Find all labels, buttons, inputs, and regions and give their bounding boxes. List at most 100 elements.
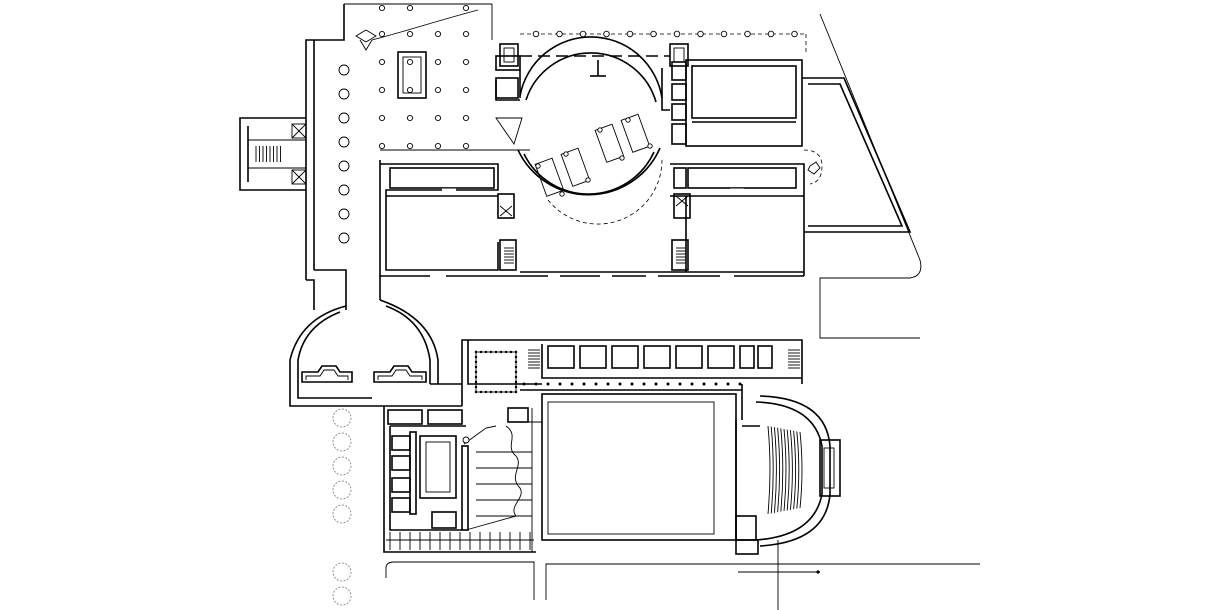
street-curbs bbox=[385, 561, 980, 600]
seating-row bbox=[773, 427, 777, 513]
court-column bbox=[479, 390, 483, 394]
east-portico-stair bbox=[495, 55, 521, 99]
court-column bbox=[474, 350, 478, 354]
court-column bbox=[489, 350, 493, 354]
southwest-service-block bbox=[383, 406, 542, 553]
court-column bbox=[474, 385, 478, 389]
colonnade-column bbox=[603, 30, 610, 38]
court-column bbox=[514, 365, 518, 369]
arcade-column bbox=[738, 382, 742, 386]
colonnade-column bbox=[744, 30, 751, 38]
tree bbox=[332, 456, 352, 476]
portico-column bbox=[434, 30, 442, 38]
corridor-column bbox=[338, 184, 350, 196]
portico-column bbox=[378, 58, 386, 66]
tree bbox=[332, 432, 352, 452]
court-column bbox=[494, 390, 498, 394]
portico-column bbox=[434, 86, 442, 94]
court-column bbox=[474, 370, 478, 374]
portico-column bbox=[406, 86, 414, 94]
seating-row bbox=[799, 431, 803, 509]
court-column bbox=[504, 390, 508, 394]
arcade-column bbox=[558, 382, 562, 386]
court-column bbox=[514, 355, 518, 359]
colonnade-column bbox=[532, 30, 540, 38]
colonnade-column bbox=[579, 30, 587, 38]
arcade-column bbox=[666, 382, 670, 386]
colonnade-column bbox=[791, 30, 798, 38]
central-block bbox=[379, 149, 805, 278]
tree bbox=[332, 408, 352, 428]
portico-column bbox=[378, 30, 386, 38]
arcade-column bbox=[714, 382, 718, 386]
court-column bbox=[514, 385, 518, 389]
arcade-column bbox=[534, 382, 538, 386]
arcade-column bbox=[582, 382, 586, 386]
arcade-column bbox=[678, 382, 682, 386]
portico-column bbox=[462, 142, 470, 150]
colonnade-column bbox=[673, 30, 681, 38]
colonnade-column bbox=[650, 30, 657, 38]
arcade-column bbox=[546, 382, 550, 386]
portico-column bbox=[434, 58, 442, 66]
arcade-column bbox=[702, 382, 706, 386]
portico-column bbox=[378, 4, 386, 12]
court-column bbox=[484, 350, 488, 354]
corridor-column bbox=[338, 232, 350, 244]
top-colonnade bbox=[499, 30, 807, 67]
portico-column bbox=[378, 86, 386, 94]
corridor-column bbox=[338, 112, 350, 124]
court-column bbox=[494, 350, 498, 354]
portico-column bbox=[406, 142, 414, 150]
court-column bbox=[509, 390, 513, 394]
colonnade-column bbox=[697, 30, 704, 38]
court-column bbox=[489, 390, 493, 394]
arcade-column bbox=[654, 382, 658, 386]
portico-column bbox=[378, 114, 386, 122]
seating-row bbox=[783, 428, 787, 512]
portico-column bbox=[434, 142, 442, 150]
east-triangular-court bbox=[802, 13, 922, 339]
west-stair-wing bbox=[239, 117, 307, 191]
court-column bbox=[514, 350, 518, 354]
arcade-column bbox=[690, 382, 694, 386]
portico-column-grid bbox=[378, 4, 470, 150]
seating-row bbox=[780, 428, 784, 512]
arcade-column bbox=[726, 382, 730, 386]
northeast-wing bbox=[671, 59, 803, 147]
portico-column bbox=[462, 58, 470, 66]
seating-row bbox=[793, 430, 797, 510]
arcade-column bbox=[570, 382, 574, 386]
seating-row bbox=[770, 426, 774, 514]
corridor-column bbox=[338, 88, 350, 100]
tree bbox=[332, 562, 352, 582]
tree bbox=[332, 504, 352, 524]
court-column bbox=[514, 360, 518, 364]
arcade-column bbox=[594, 382, 598, 386]
colonnade-column bbox=[720, 30, 728, 38]
portico-column bbox=[406, 58, 414, 66]
court-column bbox=[484, 390, 488, 394]
corridor-column bbox=[338, 208, 350, 220]
court-column bbox=[474, 360, 478, 364]
portico-column bbox=[462, 30, 470, 38]
portico-column bbox=[406, 30, 414, 38]
court-column bbox=[474, 375, 478, 379]
portico-column bbox=[462, 114, 470, 122]
court-column bbox=[514, 375, 518, 379]
arcade-column bbox=[606, 382, 610, 386]
seating-row bbox=[777, 427, 781, 513]
corridor-column bbox=[338, 64, 350, 76]
court-column bbox=[509, 350, 513, 354]
court-column bbox=[479, 350, 483, 354]
corridor-column bbox=[338, 136, 350, 148]
south-office-row bbox=[461, 339, 803, 406]
corridor-column bbox=[338, 160, 350, 172]
central-rotunda bbox=[495, 36, 670, 225]
colonnade-column bbox=[556, 30, 563, 38]
colonnade-column bbox=[626, 30, 634, 38]
portico-column bbox=[406, 114, 414, 122]
great-hall bbox=[541, 384, 743, 541]
seating-row bbox=[796, 431, 800, 509]
tree bbox=[332, 480, 352, 500]
